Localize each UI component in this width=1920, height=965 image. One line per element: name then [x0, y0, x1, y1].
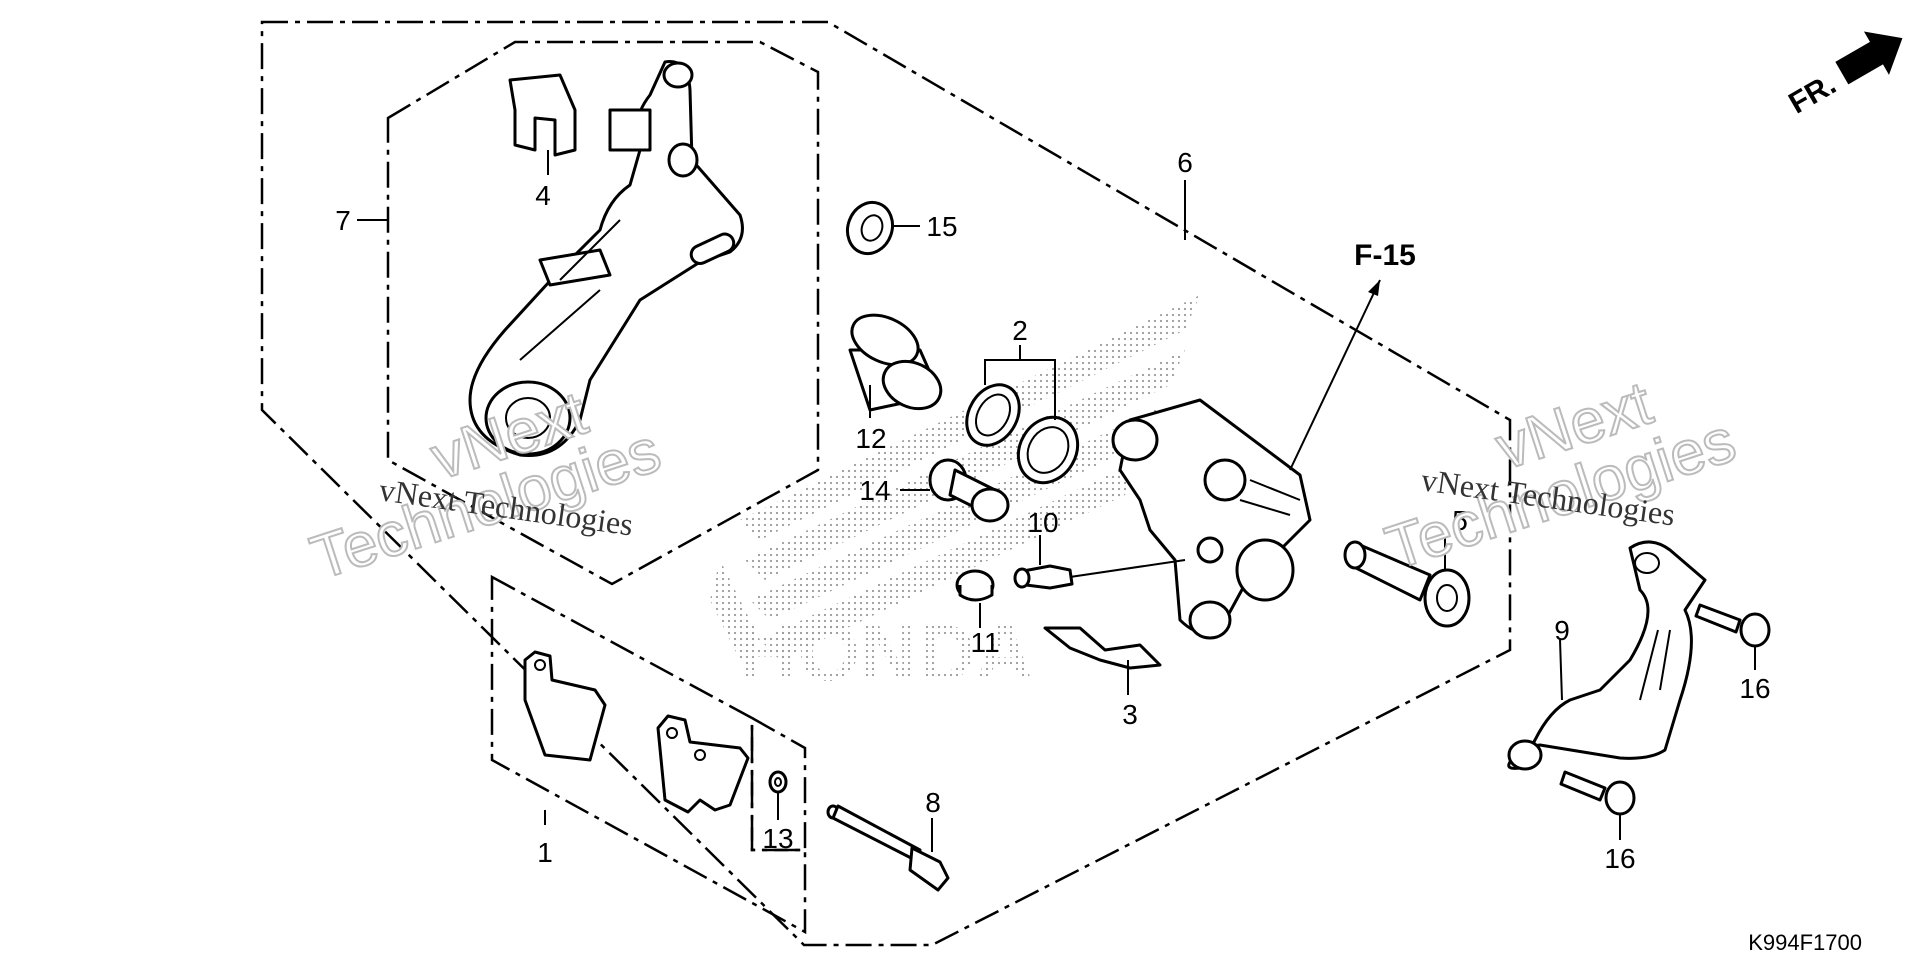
front-direction-label: FR. — [1783, 68, 1841, 121]
part-10-bleed-valve — [1013, 564, 1074, 590]
leader-lines — [357, 150, 1756, 852]
part-1-brake-pads — [523, 650, 750, 814]
callout-2: 2 — [1012, 315, 1028, 346]
honda-logo-text: HONDA — [740, 608, 1033, 697]
part-5-slide-pin — [1343, 540, 1471, 628]
part-4-pad-clip — [508, 73, 577, 157]
part-11-cap — [955, 569, 995, 602]
part-14-pin-bolt — [928, 458, 1010, 523]
part-3-pad-spring — [1043, 626, 1162, 670]
callout-12: 12 — [855, 423, 886, 454]
part-16-bolt-lower — [1559, 770, 1636, 816]
callout-8: 8 — [925, 787, 941, 818]
callout-16-lower: 16 — [1604, 843, 1635, 874]
part-6-caliper-body — [1111, 398, 1312, 640]
callout-1: 1 — [537, 837, 553, 868]
callout-6: 6 — [1177, 147, 1193, 178]
drawing-code: K994F1700 — [1748, 930, 1862, 955]
part-8-pad-pin — [826, 804, 950, 892]
part-2-seals — [965, 383, 1080, 485]
callout-4: 4 — [535, 180, 551, 211]
callout-9: 9 — [1554, 615, 1570, 646]
reference-label: F-15 — [1354, 239, 1416, 272]
group-outline-6 — [260, 20, 1512, 947]
group-outline-7 — [386, 40, 820, 586]
part-12-piston — [848, 313, 943, 412]
part-13-washer — [768, 770, 788, 794]
group-outline-13 — [750, 715, 807, 852]
callout-7: 7 — [335, 205, 351, 236]
callout-13: 13 — [762, 823, 793, 854]
part-7-caliper-bracket — [468, 60, 744, 458]
callout-14: 14 — [859, 475, 890, 506]
part-9-guard — [1507, 540, 1707, 771]
part-16-bolt-upper — [1694, 603, 1771, 648]
callout-15: 15 — [926, 211, 957, 242]
front-direction-arrow: FR. — [1783, 31, 1903, 121]
part-15-boot — [845, 200, 895, 256]
callout-10: 10 — [1027, 507, 1058, 538]
callout-11: 11 — [970, 627, 999, 658]
callout-16-upper: 16 — [1739, 673, 1770, 704]
callout-5: 5 — [1452, 505, 1468, 536]
callout-3: 3 — [1122, 699, 1138, 730]
